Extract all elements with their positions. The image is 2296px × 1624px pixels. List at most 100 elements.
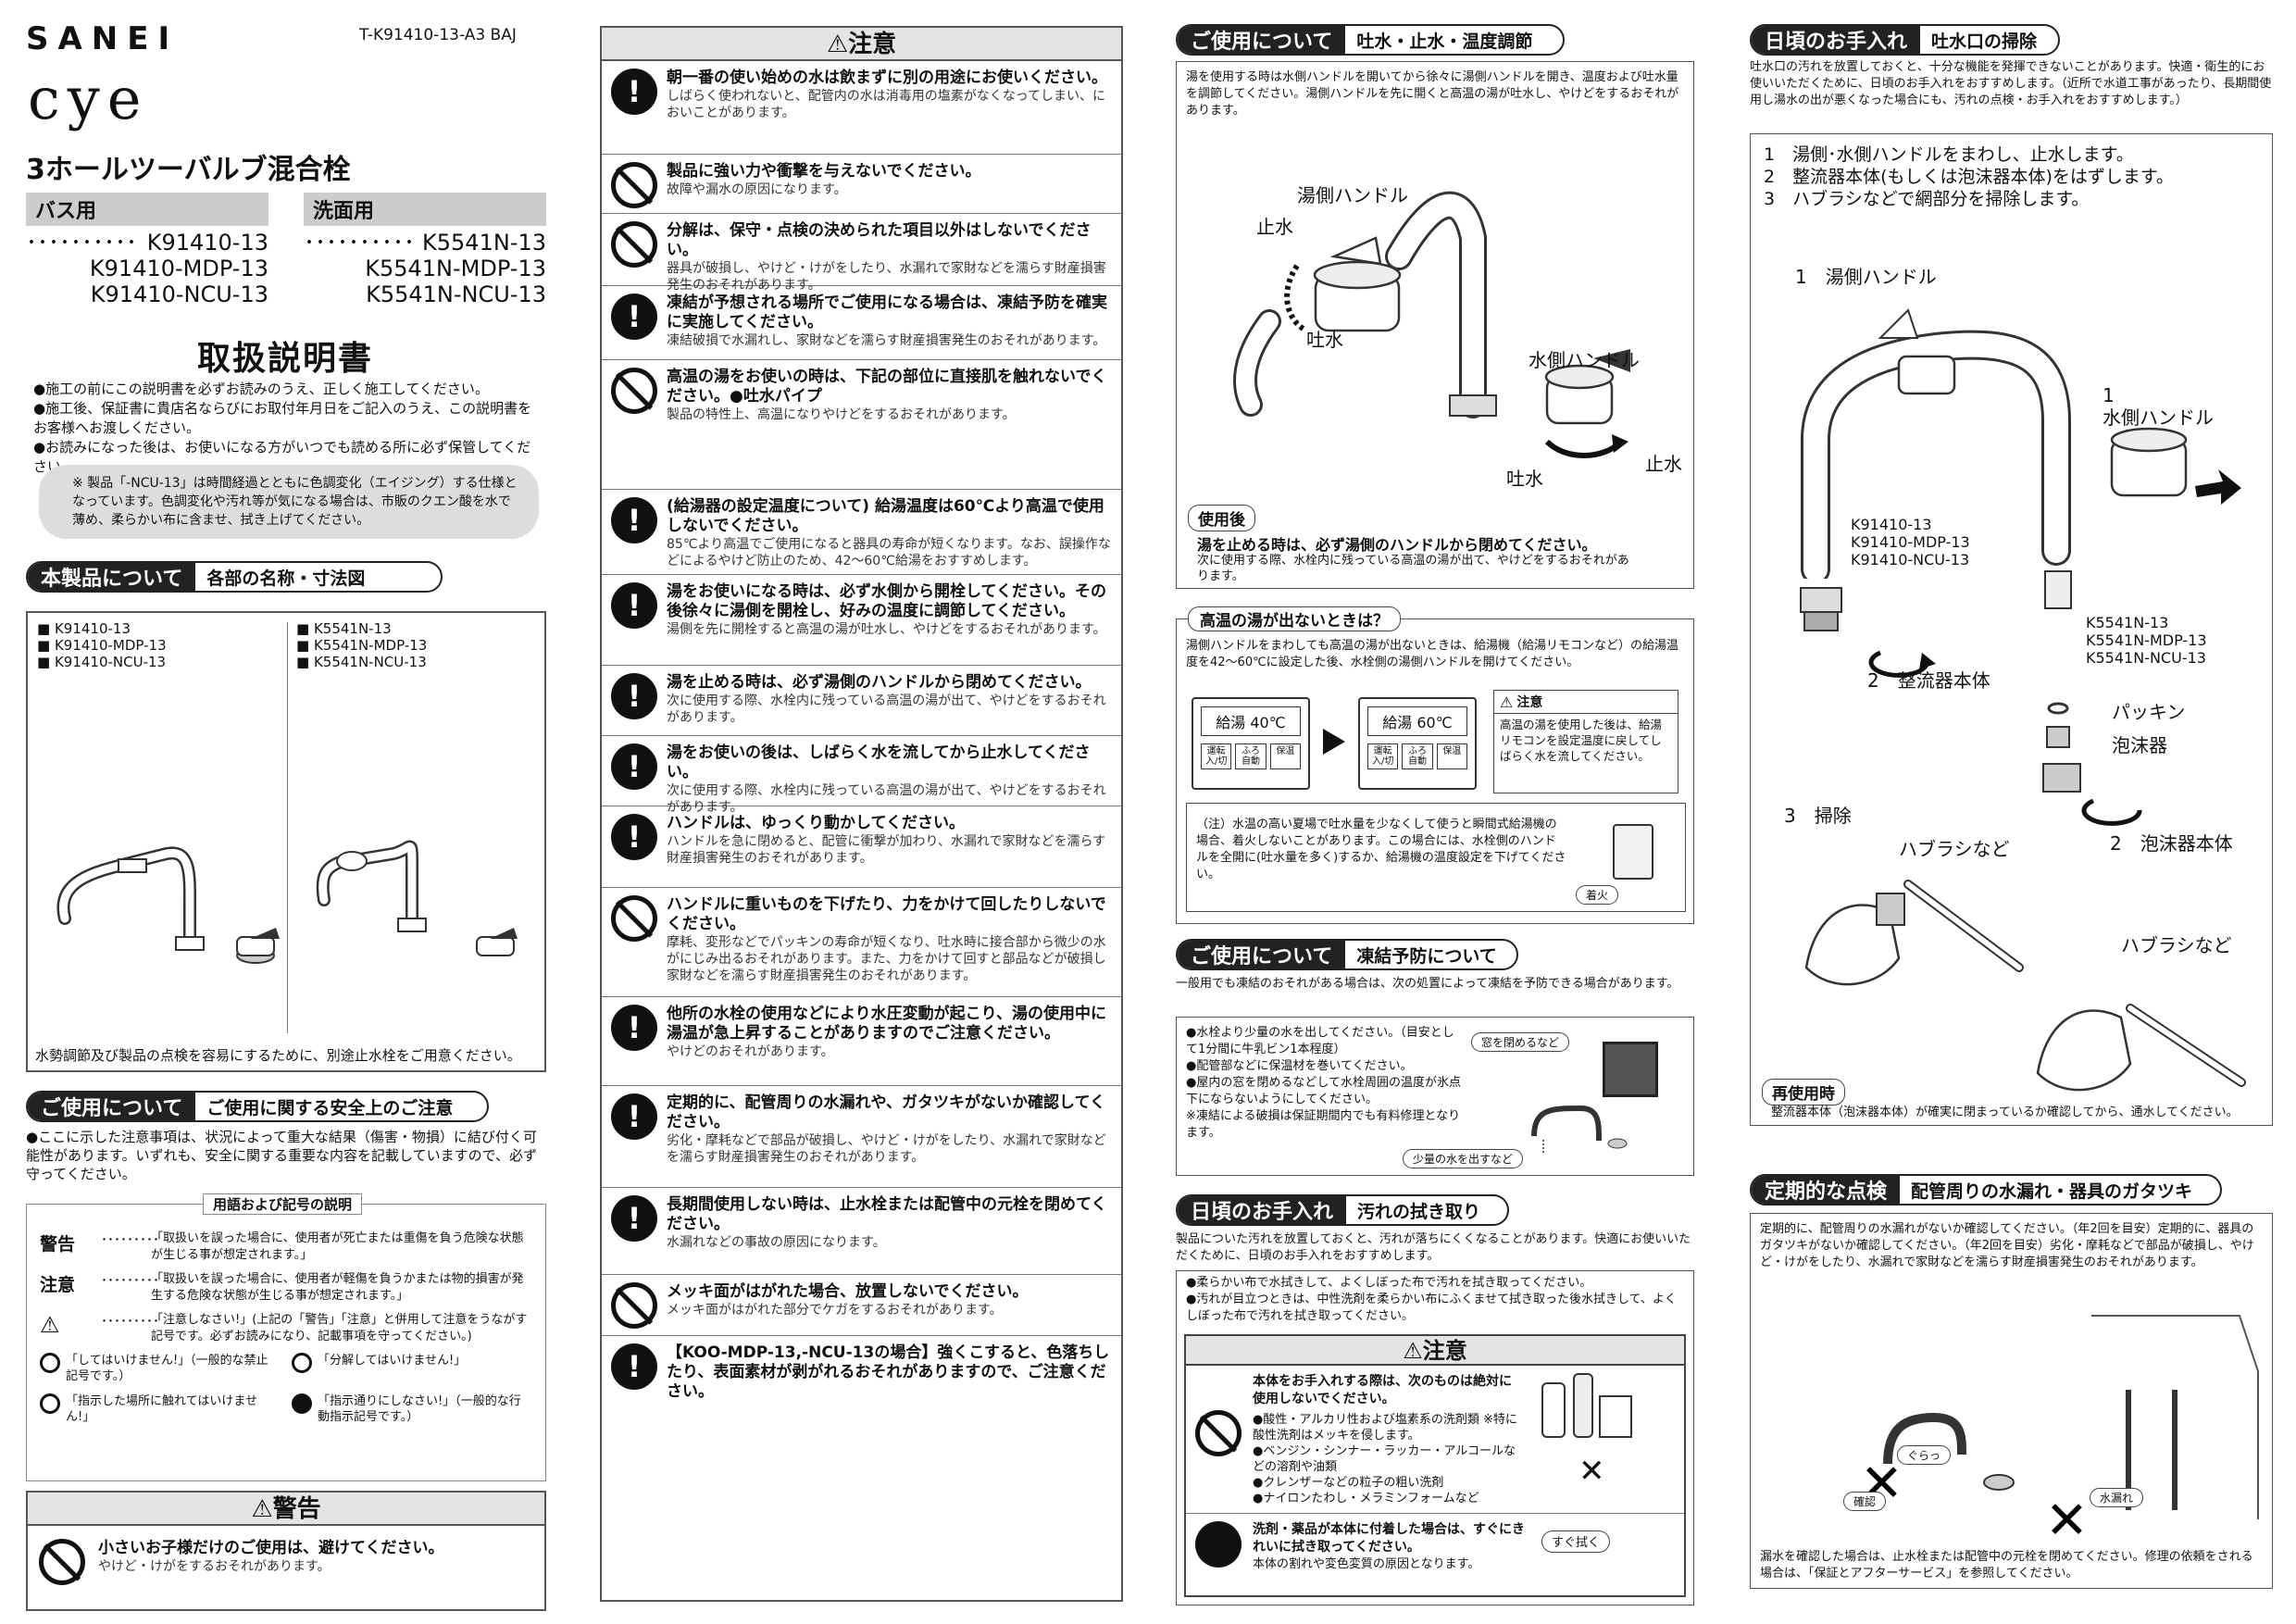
check-footnote: 漏水を確認した場合は、止水栓または配管中の元栓を閉めてください。修理の依頼をされ… [1760,1550,2253,1580]
label-clean: 3 掃除 [1784,805,1852,827]
brush-cleaning-illustration [2036,1004,2246,1092]
after-use-heading: 湯を止める時は、必ず湯側のハンドルから閉めてください。 [1197,536,1597,554]
caution-desc: 湯側を先に開栓すると高温の湯が吐水し、やけどをするおそれがあります。 [667,622,1106,637]
label-spout: 吐水 [1306,329,1343,351]
model-item: ■ K91410-MDP-13 [37,637,167,654]
water-heater-icon [1613,824,1653,880]
bath-label: バス用 [26,193,268,226]
prohibit-icon [611,895,657,942]
caution-text: 長期間使用しない時は、止水栓または配管中の元栓を閉めてください。水漏れなどの事故… [667,1195,1112,1267]
caution-heading: 長期間使用しない時は、止水栓または配管中の元栓を閉めてください。 [667,1195,1107,1233]
bath-dots: ･･････････ [26,230,137,256]
intro-bullet: ●施工後、保証書に貴店名ならびにお取付年月日をご記入のうえ、この説明書をお客様へ… [33,400,532,436]
reuse-desc: 整流器本体（泡沫器本体）が確実に閉まっているか確認してから、通水してください。 [1771,1106,2239,1119]
manual-title: 取扱説明書 [197,340,374,378]
caution-item: ハンドルに重いものを下げたり、力をかけて回したりしないでください。摩耗、変形など… [602,887,1121,996]
instruction-icon: ! [611,497,657,543]
section-title: 日頃のお手入れ [1752,26,1921,54]
section-subtitle: 各部の名称・寸法図 [206,568,366,589]
mini-caution-box: ⚠注意 高温の湯を使用した後は、給湯リモコンを設定温度に戻してしばらく水を流して… [1493,690,1678,793]
instruction-icon: ! [611,814,657,860]
caution-text: 湯をお使いの後は、しばらく水を流してから止水してください。次に使用する際、水栓内… [667,743,1112,815]
caution-text: 【KOO-MDP-13,-NCU-13の場合】強くこすると、色落ちしたり、表面素… [667,1343,1112,1415]
caution-desc: メッキ面がはがれた部分でケガをするおそれがあります。 [667,1303,1003,1318]
caution-list: ! 朝一番の使い始めの水は飲まずに別の用途にお使いください。しばらく使われないと、… [602,61,1121,1422]
small-faucet-illustration [1531,1105,1628,1153]
after-use-desc: 次に使用する際、水栓内に残っている高温の湯が出て、やけどをするおそれがあります。 [1197,554,1629,583]
wipe-instruction-desc: 本体の割れや変色変質の原因となります。 [1253,1557,1480,1571]
caution-item: !(給湯器の設定温度について) 給湯温度は60℃より高温で使用しないでください。… [602,489,1121,574]
instruction-icon: ! [611,294,657,340]
bath-model: K91410-13 [146,230,268,256]
caution-desc: 水漏れなどの事故の原因になります。 [667,1235,886,1250]
detergent-bottles-icon: ✕ [1532,1373,1643,1505]
intro-bullet: ●施工の前にこの説明書を必ずお読みのうえ、正しく施工してください。 [33,381,489,397]
caution-item: !長期間使用しない時は、止水栓または配管中の元栓を閉めてください。水漏れなどの事… [602,1187,1121,1274]
bath-faucet-illustration [56,846,280,964]
wipe-caution-title: ⚠注意 [1186,1336,1684,1366]
caution-heading: 【KOO-MDP-13,-NCU-13の場合】強くこすると、色落ちしたり、表面素… [667,1343,1110,1401]
term-value: 「注意しなさい!」(上記の「警告」「注意」と併用して注意をうながす記号です。必ず… [151,1313,528,1343]
symbol-desc: 「指示した場所に触れてはいけません!」 [66,1394,257,1424]
hot-water-intro: 湯側ハンドルをまわしても高温の湯が出ないときは、給湯機（給湯リモコンなど）の給湯… [1186,639,1678,669]
series-name: cye [28,65,149,132]
caution-heading: ハンドルは、ゆっくり動かしてください。 [667,814,965,832]
section-title: 本製品について [28,563,196,591]
spout-step: 2 整流器本体(もしくは泡沫器本体)をはずします。 [1764,167,2175,187]
freeze-item: ●水栓より少量の水を出してください。（目安として1分間に牛乳ビン1本程度） [1186,1026,1454,1056]
section-subtitle: 汚れの拭き取り [1357,1201,1481,1222]
caution-heading: 他所の水栓の使用などにより水圧変動が起こり、湯の使用中に湯温が急上昇することがあ… [667,1005,1106,1043]
caution-heading: 高温の湯をお使いの時は、下記の部位に直接肌を触れないでください。●吐水パイプ [667,368,1107,406]
shaky-tag: ぐらっ [1897,1445,1952,1465]
wipe-now-pill: すぐ拭く [1541,1530,1611,1553]
term-value: 「取扱いを誤った場合に、使用者が軽傷を負うかまたは物的損害が発生する危険な状態が… [151,1272,524,1303]
safety-intro: ●ここに示した注意事項は、状況によって重大な結果（傷害・物損）に結び付く可能性が… [26,1129,538,1182]
caution-item: !湯を止める時は、必ず湯側のハンドルから閉めてください。次に使用する際、水栓内に… [602,665,1121,735]
panel-button: ふろ自動 [1402,743,1433,769]
instruction-icon: ! [611,1005,657,1051]
section-title: 定期的な点検 [1752,1176,1901,1204]
svg-text:✕: ✕ [2045,1491,2089,1538]
section-header-product: 本製品について 各部の名称・寸法図 [26,561,443,593]
no-touch-icon [40,1393,60,1414]
hot-water-title: 高温の湯が出ないときは？ [1188,606,1401,631]
caution-desc: 製品の特性上、高温になりやけどをするおそれがあります。 [667,407,1016,422]
caution-item: !湯をお使いになる時は、必ず水側から開栓してください。その後徐々に湯側を開栓し、… [602,574,1121,665]
remote-panel-60: 給湯 60℃ 運転入/切 ふろ自動 保温 [1358,697,1477,790]
caution-text: 高温の湯をお使いの時は、下記の部位に直接肌を触れないでください。●吐水パイプ製品… [667,368,1112,481]
caution-text: 定期的に、配管周りの水漏れや、ガタツキがないか確認してください。劣化・摩耗などで… [667,1093,1112,1180]
product-diagram-box: ■ K91410-13 ■ K91410-MDP-13 ■ K91410-NCU… [26,611,546,1072]
symbol-desc: 「指示通りにしなさい!」（一般的な行動指示記号です。） [318,1394,521,1424]
label-cold-handle: 水側ハンドル [1529,349,1640,371]
caution-item: !朝一番の使い始めの水は飲まずに別の用途にお使いください。しばらく使われないと、… [602,61,1121,154]
caution-item: !凍結が予想される場所でご使用になる場合は、凍結予防を確実に実施してください。凍… [602,285,1121,359]
caution-heading: 湯をお使いになる時は、必ず水側から開栓してください。その後徐々に湯側を開栓し、好… [667,582,1106,620]
warning-triangle-icon: ⚠ [1500,693,1514,711]
caution-heading: 凍結が予想される場所でご使用になる場合は、凍結予防を確実に実施してください。 [667,294,1107,331]
caution-text: 湯をお使いになる時は、必ず水側から開栓してください。その後徐々に湯側を開栓し、好… [667,582,1112,657]
instruction-icon: ! [611,673,657,719]
prohibit-icon [611,1282,657,1329]
caution-desc: 器具が破損し、やけど・けがをしたり、水漏れで家財などを濡らす財産損害発生のおそれ… [667,261,1106,293]
section-title: ご使用について [1178,26,1346,54]
check-intro: 定期的に、配管周りの水漏れがないか確認してください。（年2回を目安）定期的に、器… [1760,1222,2254,1269]
ignite-pill: 着火 [1576,885,1619,905]
banned-item: ●ベンジン・シンナー・ラッカー・アルコールなどの溶剤や油類 [1253,1444,1516,1474]
summer-note-box: （注）水温の高い夏場で吐水量を少なくして使うと瞬間式給湯機の場合、着火しないこと… [1186,803,1686,912]
prohibit-icon [611,368,657,414]
model-item: ■ K91410-13 [37,620,131,637]
brand-logo: SANEI [26,20,180,57]
banned-item: ●ナイロンたわし・メラミンフォームなど [1253,1492,1479,1505]
caution-heading: ハンドルに重いものを下げたり、力をかけて回したりしないでください。 [667,895,1106,933]
basin-label: 洗面用 [304,193,546,226]
glossary-title: 用語および記号の説明 [203,1193,363,1215]
panel-button: 運転入/切 [1201,743,1232,769]
section-header-use: ご使用について 吐水・止水・温度調節 [1176,24,1565,56]
caution-desc: 故障や漏水の原因になります。 [667,182,847,197]
caution-text: 朝一番の使い始めの水は飲まずに別の用途にお使いください。しばらく使われないと、配… [667,69,1112,146]
model-item: ■ K5541N-13 [296,620,392,637]
caution-heading: 定期的に、配管周りの水漏れや、ガタツキがないか確認してください。 [667,1093,1105,1131]
panel-display: 給湯 60℃ [1367,706,1467,736]
wipe-box: ●柔らかい布で水拭きして、よくしぼった布で汚れを拭き取ってください。 ●汚れが目… [1176,1270,1694,1605]
label-cold-handle: 1 水側ハンドル [2103,384,2214,429]
